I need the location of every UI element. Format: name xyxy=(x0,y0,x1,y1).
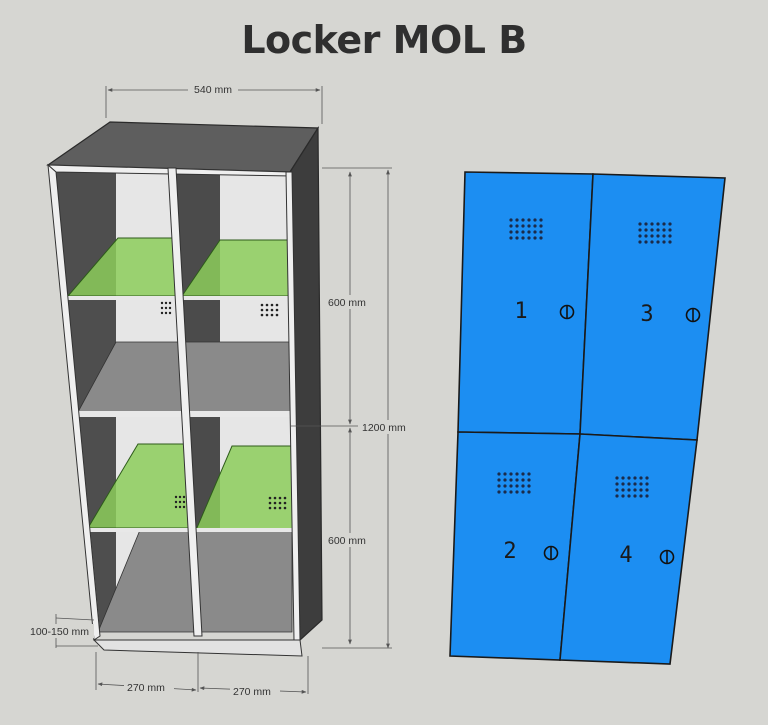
diagram-title: Locker MOL B xyxy=(241,18,527,62)
dim-total-width: 540 mm xyxy=(194,84,232,96)
locker-doors xyxy=(449,171,726,665)
door-vents xyxy=(497,218,672,498)
dim-right-width: 270 mm xyxy=(233,686,271,698)
door-number-4: 4 xyxy=(619,543,632,568)
dim-upper-height: 600 mm xyxy=(328,297,366,309)
dim-left-width: 270 mm xyxy=(127,682,165,694)
lock-icon xyxy=(543,545,559,561)
lock-icon xyxy=(559,304,575,320)
door-number-3: 3 xyxy=(640,302,653,327)
lock-icon xyxy=(685,307,701,323)
door-number-2: 2 xyxy=(503,539,516,564)
lock-icon xyxy=(659,549,675,565)
dim-lower-height: 600 mm xyxy=(328,535,366,547)
dim-total-height: 1200 mm xyxy=(362,422,406,434)
open-cabinet xyxy=(46,121,323,657)
dim-plinth: 100-150 mm xyxy=(30,626,89,638)
door-4 xyxy=(559,433,698,665)
door-number-1: 1 xyxy=(514,299,527,324)
